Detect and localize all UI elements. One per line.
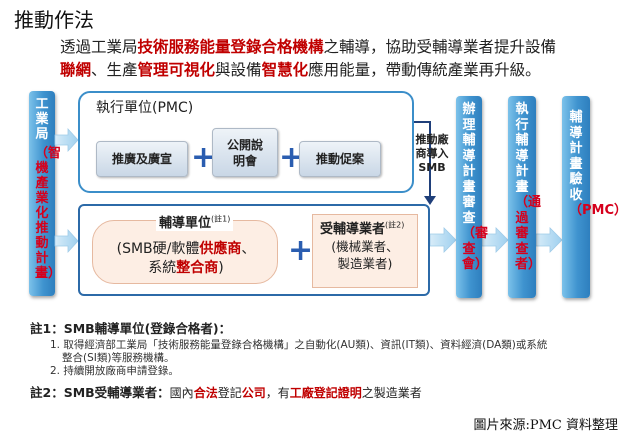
stage-sub-label: （PMC）: [569, 203, 628, 218]
intro-seg-highlight: 管理可視化: [137, 61, 216, 79]
note-2-seg: ，有: [265, 386, 290, 400]
intro-seg: 透過工業局: [60, 38, 138, 56]
intro-seg: 應用能量，帶動傳統產業再升級。: [308, 61, 541, 79]
stage-main-label: 輔導計畫驗收: [569, 110, 583, 203]
page-title: 推動作法: [14, 8, 94, 32]
coach-desc-seg-highlight: 供應商: [199, 241, 242, 257]
intro-seg: 、生產: [91, 61, 138, 79]
pmc-item-label: 公開說明會: [226, 137, 263, 168]
stage-sub-label: （審查會）: [462, 226, 489, 272]
image-source: 圖片來源:PMC 資料整理: [473, 418, 618, 433]
coach-unit-title-text: 輔導單位: [159, 216, 212, 231]
client-note: (註2): [385, 220, 405, 230]
intro-seg-highlight: 智慧化: [261, 61, 309, 79]
note-2-seg-highlight: 合法: [193, 386, 218, 400]
bureau-label: 工業局: [35, 97, 49, 142]
note-2-seg: 國內: [169, 386, 194, 400]
intro-seg: 之輔導，協助受輔導業者提升設備: [323, 38, 557, 56]
coach-unit-title: 輔導單位(註1): [156, 212, 234, 231]
intro-seg-highlight: 技術服務能量登錄合格機構: [137, 38, 324, 56]
pmc-title: 執行單位(PMC): [96, 100, 194, 116]
intro-seg: 與設備: [215, 61, 262, 79]
stage-review: 辦理輔導計畫審查 （審查會）: [456, 96, 489, 298]
arrow-stage2-to-stage3: [535, 227, 563, 253]
coach-desc-seg: (SMB硬/軟體: [116, 241, 200, 257]
notes: 註1：SMB輔導單位(登錄合格者)： 1. 取得經濟部工業局「技術服務能量登錄合…: [30, 318, 547, 401]
pmc-item-label: 推動促案: [315, 152, 364, 166]
plus-icon: +: [288, 233, 314, 268]
coach-desc-seg: 系統: [148, 260, 177, 276]
pmc-item-promotion: 推廣及廣宣: [96, 141, 188, 177]
coach-unit-desc: (SMB硬/軟體供應商、 系統整合商): [100, 240, 272, 278]
note-2-seg: 之製造業者: [361, 386, 422, 400]
pmc-arrow-label: 推動廠商導入SMB: [415, 133, 449, 174]
note-1-item: 2. 持續開放廠商申請登錄。: [50, 365, 179, 377]
client-desc-line: 製造業者): [337, 256, 393, 271]
client-panel: [312, 214, 418, 288]
stage-acceptance: 輔導計畫驗收 （PMC）: [562, 96, 628, 298]
note-2-seg: 登記: [217, 386, 242, 400]
client-desc-line: (機械業者、: [331, 239, 399, 254]
note-1-heading: 註1：SMB輔導單位(登錄合格者)：: [30, 321, 232, 336]
intro-line-2: 聯網、生產管理可視化與設備智慧化應用能量，帶動傳統產業再升級。: [60, 59, 616, 82]
pmc-item-cases: 推動促案: [299, 141, 381, 177]
stage-main-label: 執行輔導計畫: [515, 102, 529, 195]
pmc-item-briefing: 公開說明會: [212, 128, 278, 177]
arrow-bureau-to-smb: [54, 228, 79, 254]
coach-desc-seg: 、: [241, 241, 256, 257]
coach-unit-note: (註1): [211, 214, 231, 224]
note-2-seg-highlight: 公司: [241, 386, 266, 400]
stage-sub-label: （通過審查者）: [515, 195, 542, 272]
coach-desc-seg: ): [218, 260, 224, 276]
note-1-item: 1. 取得經濟部工業局「技術服務能量登錄合格機構」之自動化(AU類)、資訊(IT…: [50, 339, 548, 351]
note-2-heading: 註2：SMB受輔導業者：: [30, 385, 170, 400]
plus-icon: +: [191, 140, 217, 175]
coach-desc-seg-highlight: 整合商: [176, 260, 219, 276]
stage-main-label: 辦理輔導計畫審查: [462, 102, 476, 226]
note-1-item: 整合(SI類)等服務機構。: [62, 352, 175, 364]
bureau-sub-label: （智機產業化推動計畫）: [35, 146, 62, 281]
client-title-text: 受輔導業者: [320, 222, 386, 237]
client-title: 受輔導業者(註2): [320, 218, 404, 237]
note-2-seg-highlight: 工廠登記證明: [289, 386, 362, 400]
bureau-bar: 工業局 （智機產業化推動計畫）: [29, 91, 62, 296]
note-2: 註2：SMB受輔導業者：國內合法登記公司，有工廠登記證明之製造業者: [30, 382, 547, 401]
arrow-smb-to-stage1: [429, 227, 457, 253]
client-desc: (機械業者、 製造業者): [316, 238, 414, 272]
pmc-item-label: 推廣及廣宣: [111, 152, 172, 166]
intro-line-1: 透過工業局技術服務能量登錄合格機構之輔導，協助受輔導業者提升設備: [60, 36, 616, 59]
stage-execute: 執行輔導計畫 （通過審查者）: [508, 96, 542, 298]
intro-seg-highlight: 聯網: [60, 61, 92, 79]
